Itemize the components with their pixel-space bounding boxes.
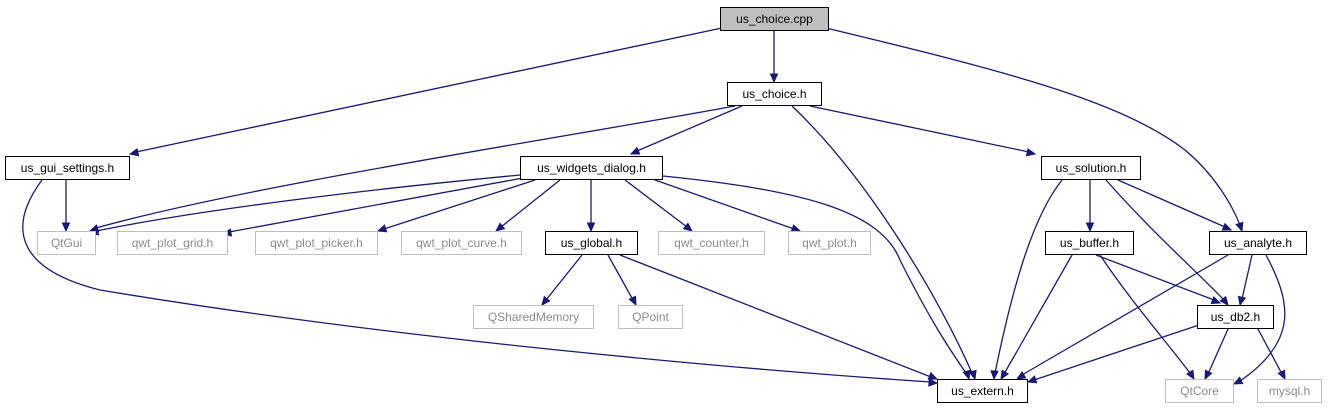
edge-global-qpoint [607, 254, 637, 307]
node-us-choice-h[interactable]: us_choice.h [727, 82, 822, 106]
edge-cpp-analyte-arrowhead [1235, 221, 1244, 233]
edge-analyte-db2 [1237, 254, 1253, 307]
edge-choice-h-widgets-arrowhead [629, 146, 641, 155]
edge-buffer-extern [1000, 254, 1073, 381]
edge-buffer-db2 [1095, 254, 1222, 304]
edge-widgets-extern-arrowhead [962, 369, 971, 381]
node-qtgui: QtGui [37, 231, 96, 255]
edge-choice-h-extern-arrowhead [968, 369, 977, 381]
edge-widgets-counter-arrowhead [682, 222, 693, 232]
edge-solution-db2-arrowhead [1219, 295, 1229, 306]
edge-db2-mysql-arrowhead [1277, 369, 1286, 381]
node-us-buffer-h[interactable]: us_buffer.h [1045, 231, 1134, 255]
node-us-db2-h[interactable]: us_db2.h [1197, 305, 1274, 329]
edge-global-extern [619, 254, 939, 380]
edge-solution-extern-arrowhead [990, 370, 999, 381]
edge-gui-qtgui [61, 180, 71, 233]
edge-choice-h-solution-arrowhead [1025, 148, 1037, 157]
edge-analyte-extern-arrowhead [1015, 370, 1027, 380]
edge-solution-buffer [1085, 180, 1095, 233]
edge-choice-h-solution [809, 105, 1037, 157]
edge-choice-h-extern [791, 105, 977, 381]
node-us-global-h[interactable]: us_global.h [545, 231, 638, 255]
edge-gui-extern-arrowhead [928, 378, 939, 387]
edge-db2-mysql [1257, 328, 1286, 381]
edge-choice-h-widgets [629, 105, 743, 155]
edge-widgets-curve-arrowhead [495, 222, 506, 232]
edge-widgets-extern [662, 175, 971, 381]
edge-widgets-curve [495, 179, 561, 232]
node-qpoint: QPoint [618, 305, 683, 329]
edge-global-qshared [541, 254, 583, 306]
node-qsharedmemory: QSharedMemory [473, 305, 594, 329]
edge-cpp-choice-h-arrowhead [769, 73, 779, 84]
node-us-analyte-h[interactable]: us_analyte.h [1209, 231, 1307, 255]
edge-widgets-global [586, 180, 596, 233]
node-us-gui-settings-h[interactable]: us_gui_settings.h [5, 156, 130, 180]
edge-widgets-grid [221, 177, 524, 237]
node-qtcore: QtCore [1165, 379, 1234, 403]
edge-widgets-picker-arrowhead [376, 224, 388, 233]
edge-buffer-db2-arrowhead [1210, 295, 1222, 304]
node-qwt-plot-picker-h: qwt_plot_picker.h [255, 231, 378, 255]
edge-db2-extern-arrowhead [1026, 375, 1038, 384]
edge-buffer-qtcore [1099, 254, 1195, 381]
edge-solution-db2 [1105, 179, 1229, 306]
edge-widgets-counter [624, 179, 693, 232]
edge-db2-qtcore [1204, 328, 1229, 381]
edge-widgets-global-arrowhead [586, 222, 596, 233]
edge-buffer-qtcore-arrowhead [1185, 369, 1195, 381]
edge-analyte-qtcore [1232, 254, 1286, 385]
edge-solution-analyte-arrowhead [1221, 222, 1233, 231]
edge-gui-qtgui-arrowhead [61, 222, 71, 233]
edge-cpp-gui-settings-arrowhead [128, 148, 140, 157]
node-qwt-plot-h: qwt_plot.h [788, 231, 871, 255]
edge-global-qpoint-arrowhead [628, 295, 637, 307]
edge-solution-extern [990, 179, 1063, 381]
node-us-solution-h[interactable]: us_solution.h [1041, 156, 1141, 180]
edge-gui-extern [22, 179, 939, 387]
edge-solution-buffer-arrowhead [1085, 222, 1095, 233]
edge-solution-analyte [1117, 179, 1233, 231]
edge-cpp-analyte [825, 27, 1244, 233]
node-mysql-h: mysql.h [1257, 379, 1322, 403]
node-us-widgets-dialog-h[interactable]: us_widgets_dialog.h [520, 156, 663, 180]
node-qwt-counter-h: qwt_counter.h [658, 231, 765, 255]
edge-widgets-picker [376, 179, 536, 233]
edge-global-extern-arrowhead [927, 371, 939, 380]
node-qwt-plot-curve-h: qwt_plot_curve.h [401, 231, 522, 255]
node-us-extern-h[interactable]: us_extern.h [937, 379, 1028, 403]
edge-analyte-db2-arrowhead [1237, 295, 1247, 307]
edge-widgets-qtgui [88, 174, 521, 236]
edge-widgets-plot [654, 179, 802, 233]
edge-db2-extern [1026, 324, 1200, 384]
edge-global-qshared-arrowhead [541, 295, 551, 306]
edge-cpp-choice-h [769, 31, 779, 84]
node-qwt-plot-grid-h: qwt_plot_grid.h [117, 231, 228, 255]
edge-analyte-extern [1015, 254, 1229, 380]
node-us-choice-cpp[interactable]: us_choice.cpp [720, 7, 829, 31]
edge-buffer-extern-arrowhead [1000, 369, 1010, 381]
edge-analyte-qtcore-arrowhead [1232, 376, 1244, 385]
edge-db2-qtcore-arrowhead [1204, 369, 1213, 381]
edge-cpp-gui-settings [128, 27, 723, 157]
